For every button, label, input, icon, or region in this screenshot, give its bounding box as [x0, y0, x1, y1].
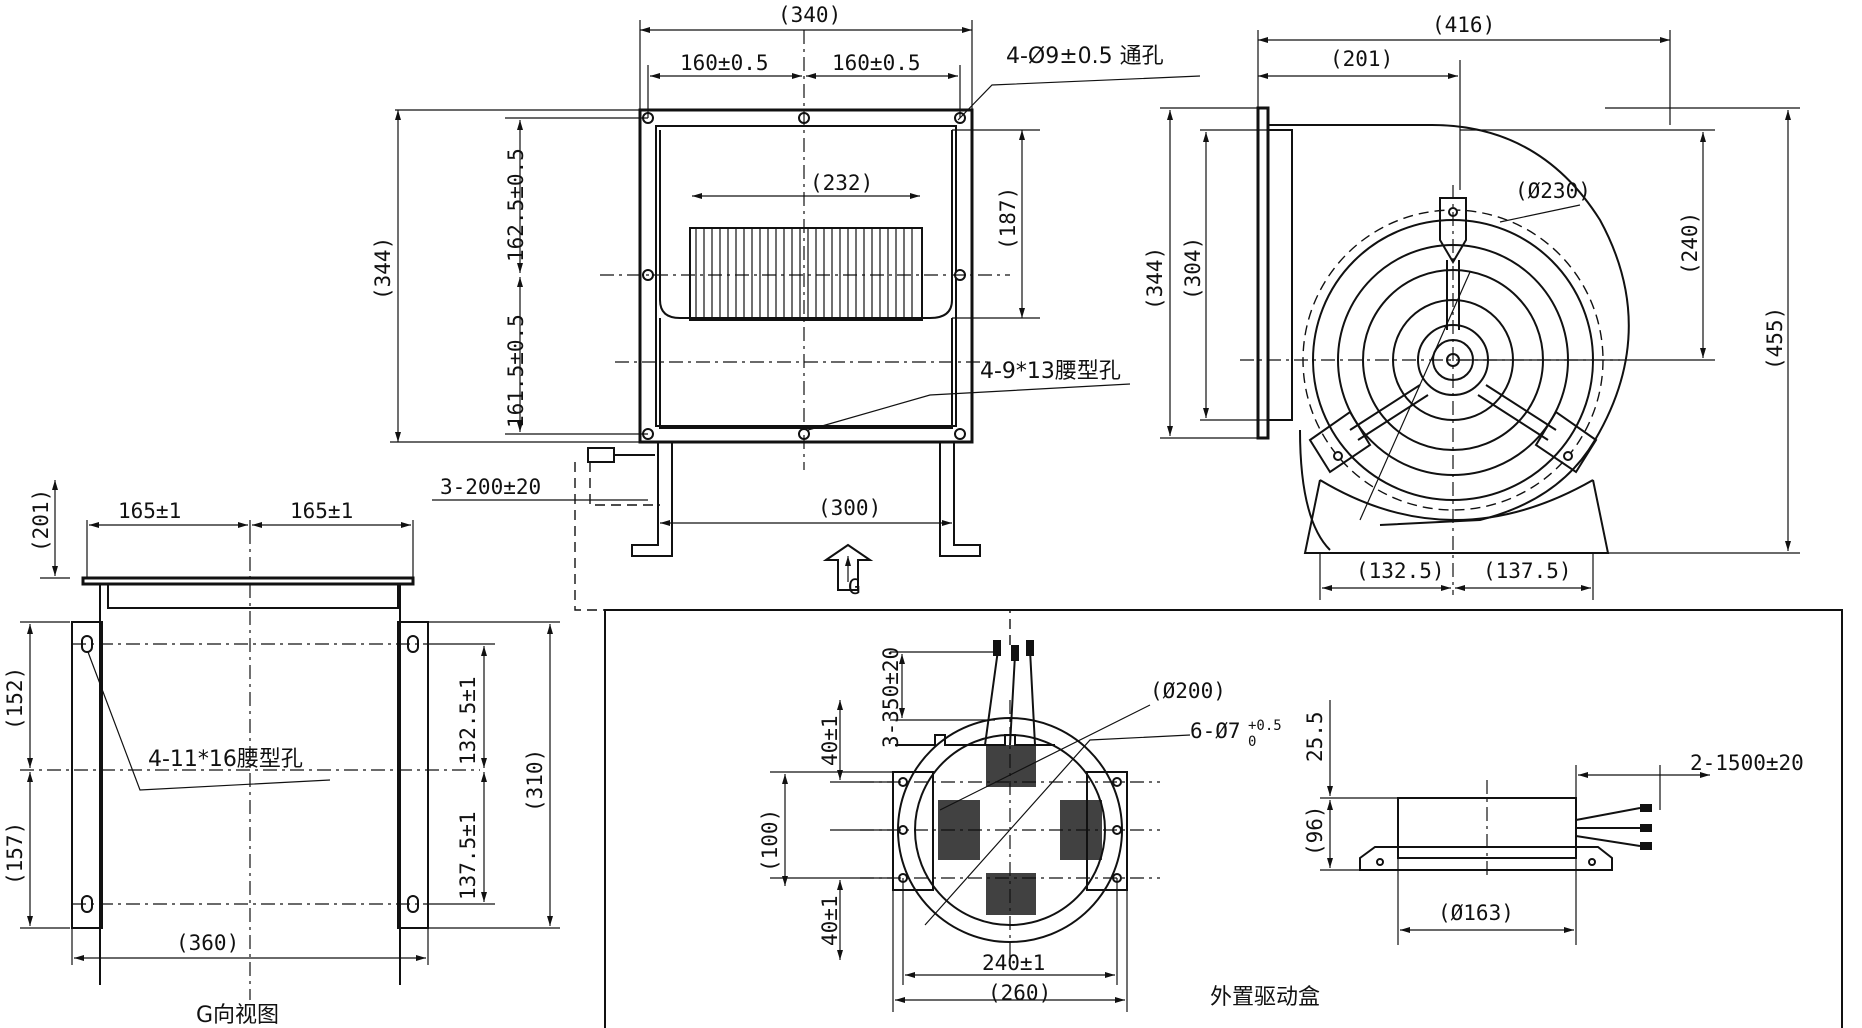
- g-pitch-left: 165±1: [118, 499, 181, 523]
- side-height-inner: (304): [1181, 237, 1205, 300]
- box-holes-note: 6-Ø7: [1190, 719, 1241, 743]
- front-width-overall: (340): [778, 3, 841, 27]
- front-height-overall: (344): [371, 237, 395, 300]
- g-pitch-upper: 132.5±1: [456, 676, 480, 765]
- box-caption: 外置驱动盒: [1210, 985, 1320, 1010]
- side-width-partial: (201): [1330, 47, 1393, 71]
- g-view: (201) 165±1 165±1 (152) (157) 4-11*16腰型孔…: [3, 480, 560, 1028]
- g-view-caption: G向视图: [196, 1003, 279, 1028]
- front-view-arrow: G: [848, 575, 861, 599]
- front-base-width: (300): [818, 496, 881, 520]
- side-height-flange: (344): [1143, 247, 1167, 310]
- front-pitch-right: 160±0.5: [832, 51, 921, 75]
- mount-hole: [954, 428, 966, 440]
- side-view: (416) (201) (Ø230) (344) (304) (240) (45…: [1143, 13, 1800, 600]
- box-side-cable: 2-1500±20: [1690, 751, 1804, 775]
- box-pitch-top: 40±1: [818, 715, 842, 766]
- box-height-100: (100): [758, 809, 782, 872]
- driver-box: 3-350±20 (Ø200) 6-Ø7 +0.5 0 40±1 (100) 4…: [604, 609, 1843, 1028]
- side-wheel-dia: (Ø230): [1515, 179, 1591, 203]
- box-cable-note: 3-350±20: [879, 647, 903, 748]
- front-view: (340) 160±0.5 160±0.5 4-Ø9±0.5 通孔 (344) …: [371, 3, 1201, 650]
- side-height-total: (455): [1763, 307, 1787, 370]
- g-slots-note: 4-11*16腰型孔: [148, 747, 303, 772]
- box-width-overall: (260): [988, 981, 1051, 1005]
- front-cable-note: 3-200±20: [440, 475, 541, 499]
- front-pitch-upper: 162.5±0.5: [504, 148, 528, 262]
- side-foot-right: (137.5): [1483, 559, 1572, 583]
- front-holes-note: 4-Ø9±0.5 通孔: [1006, 44, 1164, 69]
- box-pitch-bottom: 40±1: [818, 895, 842, 946]
- box-tol-zero: 0: [1248, 734, 1256, 750]
- fan-blades: [695, 228, 913, 318]
- box-hole-pitch: 240±1: [982, 951, 1045, 975]
- g-total-height: (310): [523, 749, 547, 812]
- box-tol-plus: +0.5: [1248, 718, 1282, 734]
- front-slots-note: 4-9*13腰型孔: [980, 359, 1121, 384]
- g-upper-height: (152): [3, 667, 27, 730]
- box-side-dia: (Ø163): [1438, 901, 1514, 925]
- side-width-overall: (416): [1432, 13, 1495, 37]
- g-top-offset: (201): [29, 489, 53, 552]
- box-side-height: (96): [1303, 805, 1327, 856]
- box-dia-outer: (Ø200): [1150, 679, 1226, 703]
- g-base-width: (360): [176, 931, 239, 955]
- side-height-240: (240): [1678, 212, 1702, 275]
- g-pitch-lower: 137.5±1: [456, 811, 480, 900]
- g-pitch-right: 165±1: [290, 499, 353, 523]
- side-foot-left: (132.5): [1356, 559, 1445, 583]
- front-pitch-left: 160±0.5: [680, 51, 769, 75]
- front-outlet-height: (187): [996, 187, 1020, 250]
- front-wheel-width: (232): [810, 171, 873, 195]
- box-side-height-top: 25.5: [1303, 711, 1327, 762]
- g-lower-height: (157): [3, 822, 27, 885]
- front-pitch-lower: 161.5±0.5: [504, 314, 528, 428]
- driver-box-frame: [604, 609, 1843, 1028]
